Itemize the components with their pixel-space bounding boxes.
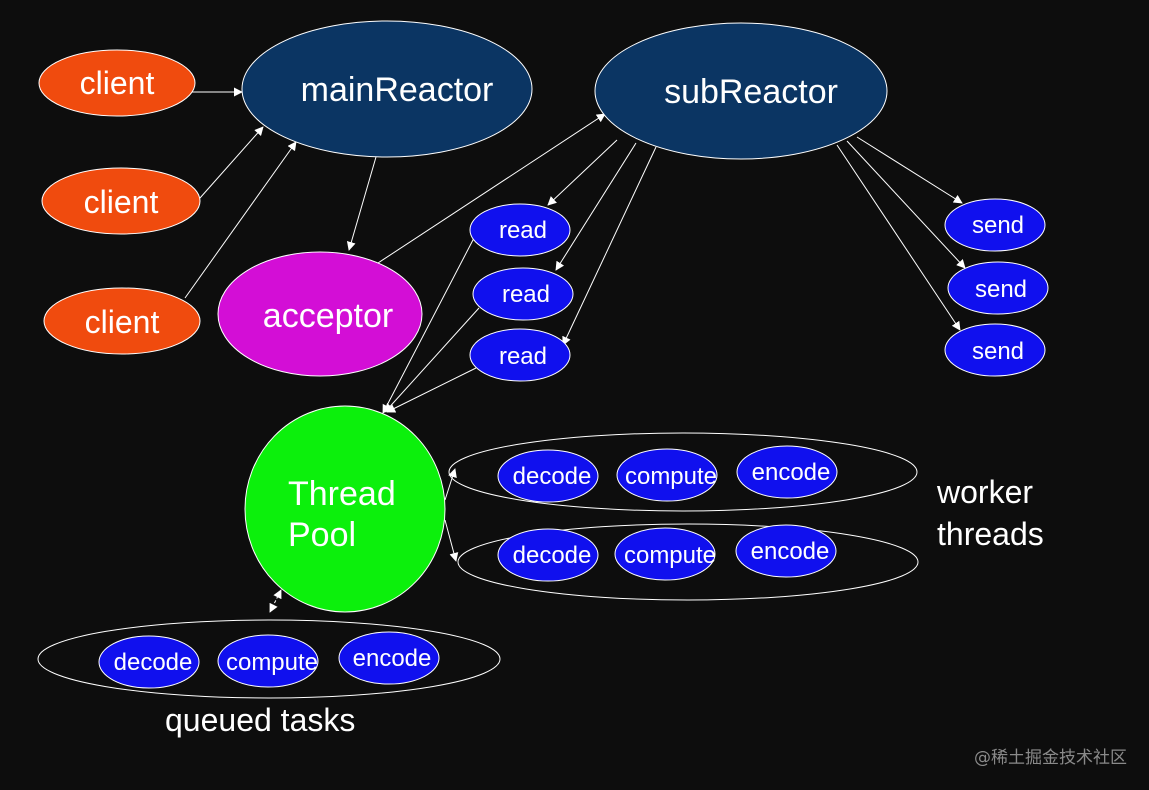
task-encode [735, 524, 837, 578]
task-label: decode [513, 463, 592, 490]
edge-subreactor-send1 [856, 136, 963, 204]
edge-mainreactor-acceptor [346, 156, 377, 251]
read-label: read [499, 343, 547, 370]
task-encode [338, 631, 440, 685]
send-label: send [975, 276, 1027, 303]
worker-thread-row-2: decode compute encode [457, 523, 919, 601]
read-node-1: read [469, 203, 571, 257]
client-node-3: client [43, 287, 201, 355]
send-label: send [972, 338, 1024, 365]
task-label: decode [114, 649, 193, 676]
task-decode [497, 528, 599, 582]
read-node-3: read [469, 328, 571, 382]
edge-subreactor-read1 [547, 139, 618, 206]
task-label: encode [353, 645, 432, 672]
send-label: send [972, 212, 1024, 239]
edge-read2-threadpool [384, 307, 480, 413]
client-label: client [84, 184, 159, 220]
task-decode [98, 635, 200, 689]
acceptor-node: acceptor [217, 251, 423, 377]
main-reactor-node: mainReactor [241, 20, 533, 158]
queued-tasks-row: decode compute encode [37, 619, 501, 699]
edge-read3-threadpool [386, 367, 477, 413]
task-label: compute [624, 542, 716, 569]
read-label: read [502, 281, 550, 308]
client-node-1: client [38, 49, 196, 117]
connectors [184, 87, 966, 613]
task-label: compute [625, 463, 717, 490]
main-reactor-label: mainReactor [301, 71, 494, 109]
edge-subreactor-read3 [562, 146, 657, 346]
sub-reactor-node: subReactor [594, 22, 888, 160]
edge-client3-mainreactor [184, 141, 297, 299]
task-encode [736, 445, 838, 499]
task-compute [614, 527, 716, 581]
thread-pool-label-line2: Pool [288, 516, 356, 554]
thread-pool-node: Thread Pool [244, 405, 446, 613]
send-node-2: send [947, 261, 1049, 315]
edge-subreactor-send2 [846, 140, 966, 269]
send-node-1: send [944, 198, 1046, 252]
read-label: read [499, 217, 547, 244]
client-node-2: client [41, 167, 201, 235]
thread-pool-label-line1: Thread [288, 475, 396, 513]
task-label: decode [513, 542, 592, 569]
sub-reactor-label: subReactor [664, 73, 838, 111]
edge-read1-threadpool [382, 237, 475, 414]
acceptor-label: acceptor [263, 297, 393, 335]
task-compute [217, 634, 319, 688]
edge-threadpool-worker2 [444, 519, 459, 562]
queued-tasks-label: queued tasks [165, 702, 355, 738]
edge-client2-mainreactor [199, 126, 264, 199]
edge-subreactor-read2 [555, 142, 637, 271]
task-compute [616, 448, 718, 502]
edge-threadpool-queue [269, 589, 282, 613]
edge-subreactor-send3 [836, 144, 961, 331]
task-label: encode [751, 538, 830, 565]
send-node-3: send [944, 323, 1046, 377]
task-decode [497, 449, 599, 503]
worker-thread-row-1: decode compute encode [448, 432, 918, 512]
edge-threadpool-worker1 [444, 468, 457, 501]
task-label: encode [752, 459, 831, 486]
watermark: @稀土掘金技术社区 [974, 748, 1127, 768]
read-node-2: read [472, 267, 574, 321]
edge-acceptor-subreactor [377, 113, 606, 264]
worker-threads-label-line1: worker [936, 474, 1033, 510]
worker-threads-label-line2: threads [937, 516, 1044, 552]
client-label: client [80, 65, 155, 101]
client-label: client [85, 304, 160, 340]
task-label: compute [226, 649, 318, 676]
